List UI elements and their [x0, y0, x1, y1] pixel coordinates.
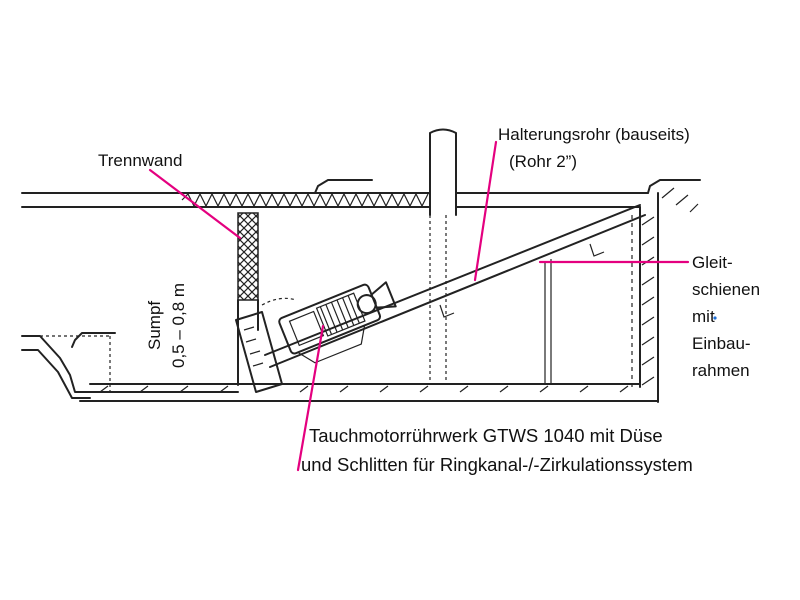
label-mixer-line2: und Schlitten für Ringkanal-/-Zirkulatio…	[301, 454, 693, 475]
right-wall-ticks	[641, 187, 699, 386]
label-depth: 0,5 – 0,8 m	[169, 283, 188, 368]
support-pipe	[429, 128, 457, 216]
tank-structure	[21, 128, 701, 403]
label-sumpf-group: Sumpf 0,5 – 0,8 m	[145, 283, 188, 368]
label-halterungsrohr: Halterungsrohr (bauseits)	[498, 125, 690, 144]
sled-frame	[235, 311, 283, 393]
gleit-line-2: schienen	[692, 280, 760, 299]
support-pipe-below	[429, 215, 447, 385]
gleit-line-1: Gleit-	[692, 253, 733, 272]
label-rohr: (Rohr 2”)	[509, 152, 577, 171]
level-mark-left	[314, 179, 373, 194]
leader-trennwand	[148, 168, 242, 240]
right-wall	[639, 192, 659, 403]
level-mark-right	[647, 179, 701, 194]
gleit-line-5: rahmen	[692, 361, 750, 380]
gleit-line-4: Einbau-	[692, 334, 751, 353]
label-trennwand: Trennwand	[98, 151, 182, 170]
guide-rail-upper	[264, 204, 641, 356]
mixer-bracket-dashed	[261, 297, 297, 306]
leader-mixer	[296, 324, 325, 472]
label-sumpf: Sumpf	[145, 301, 164, 350]
sump-left-contour	[21, 335, 239, 399]
floor-ticks	[99, 385, 629, 393]
tank-floor	[79, 383, 659, 402]
rail-brackets	[439, 243, 605, 384]
sled-detail	[243, 326, 264, 367]
guide-rail-lower	[269, 214, 646, 368]
leader-lines	[148, 140, 690, 472]
level-mark-sump	[71, 332, 116, 348]
label-gleitschienen: Gleit- schienen mit Einbau- rahmen	[692, 253, 760, 380]
label-mixer-line1: Tauchmotorrührwerk GTWS 1040 mit Düse	[309, 425, 663, 446]
dividing-wall	[237, 212, 259, 301]
leader-halterungsrohr	[473, 140, 498, 282]
mixer-unit	[278, 281, 397, 364]
cover-zigzag	[181, 192, 429, 208]
gleit-line-3: mit	[692, 307, 715, 326]
dividing-wall-lower	[237, 299, 259, 386]
ground-line-top	[21, 192, 649, 208]
blue-dot	[713, 316, 717, 320]
